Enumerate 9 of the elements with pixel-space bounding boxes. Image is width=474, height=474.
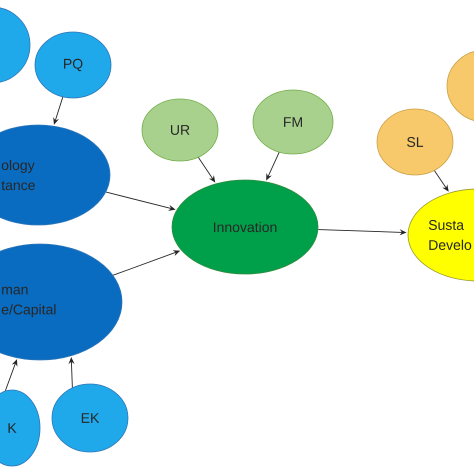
ellipse-node: UR bbox=[142, 98, 218, 162]
ellipse-node: FM bbox=[252, 90, 334, 154]
ellipse-node: PQ bbox=[34, 32, 112, 98]
ellipse-node: K bbox=[0, 390, 40, 466]
ellipse-node: EK bbox=[52, 384, 128, 452]
ellipse-node: Innovation bbox=[172, 180, 318, 274]
ellipse-node: Susta Develo bbox=[408, 188, 474, 282]
circle-node bbox=[446, 50, 474, 122]
ellipse-node: SL bbox=[376, 108, 454, 176]
